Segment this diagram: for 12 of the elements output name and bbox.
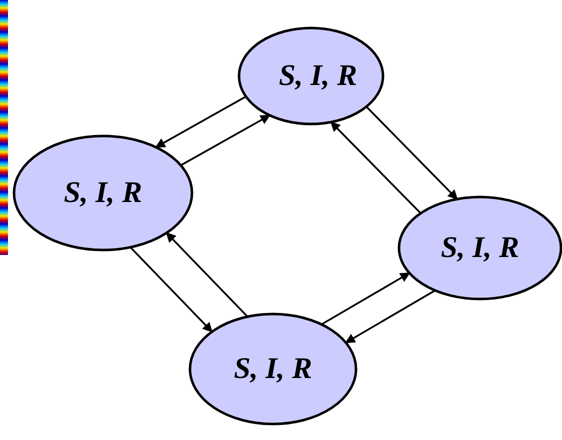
arrow [155, 96, 246, 148]
arrow [321, 272, 410, 326]
arrow [366, 106, 458, 200]
arrow [180, 114, 271, 166]
arrow [130, 246, 213, 332]
arrow [166, 232, 248, 318]
node-label: S, I, R [64, 178, 142, 208]
arrow [330, 121, 422, 214]
node-label: S, I, R [278, 61, 358, 91]
node-label: S, I, R [440, 233, 520, 263]
node-label: S, I, R [234, 354, 312, 384]
arrow [344, 290, 436, 344]
